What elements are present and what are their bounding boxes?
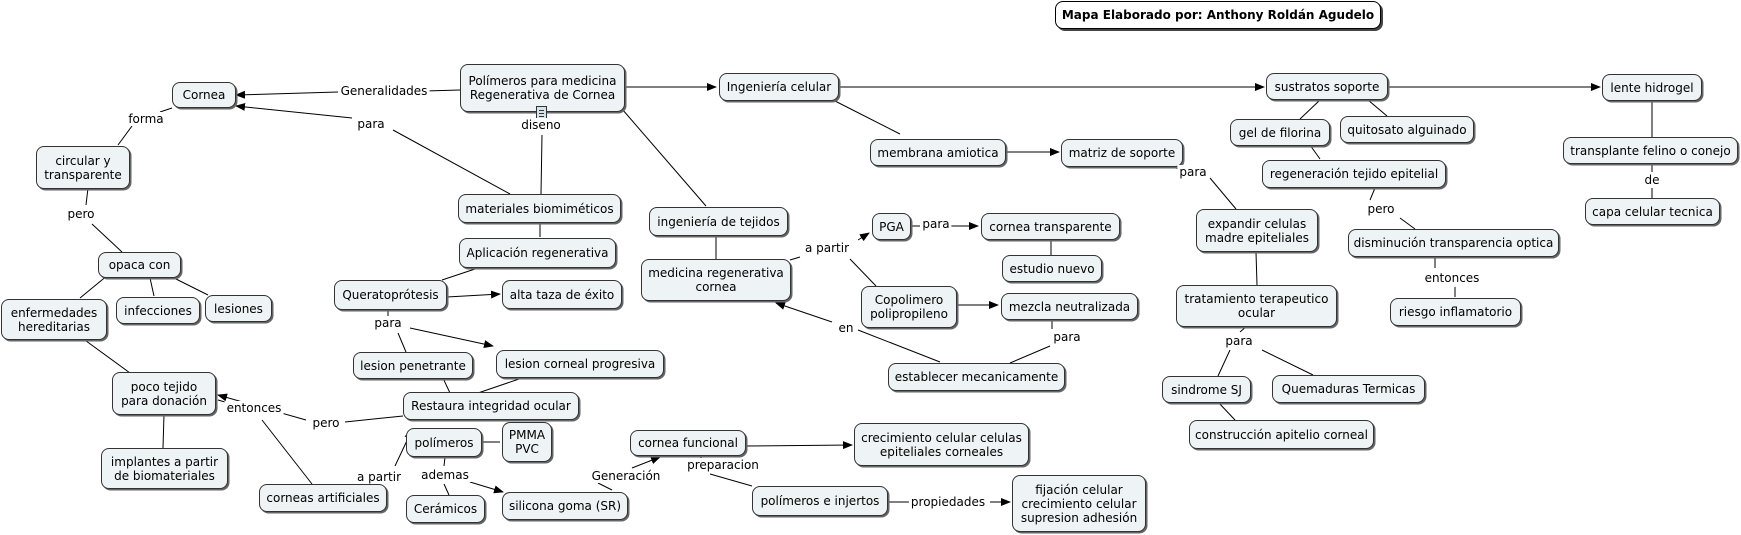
node-circular-transparente[interactable]: circular y transparente xyxy=(36,146,130,189)
map-title: Mapa Elaborado por: Anthony Roldán Agude… xyxy=(1055,1,1381,29)
link-generacion: Generación xyxy=(589,469,663,483)
link-forma: forma xyxy=(126,112,166,126)
node-cornea-transparente[interactable]: cornea transparente xyxy=(981,213,1120,240)
node-lesion-progresiva[interactable]: lesion corneal progresiva xyxy=(496,350,664,378)
node-polimeros-medicina[interactable]: Polímeros para medicina Regenerativa de … xyxy=(460,64,625,112)
node-mezcla-neutralizada[interactable]: mezcla neutralizada xyxy=(1001,293,1138,320)
node-pga[interactable]: PGA xyxy=(872,213,911,240)
node-establecer-mecanicamente[interactable]: establecer mecanicamente xyxy=(888,363,1065,391)
link-para-matriz: para xyxy=(1177,165,1209,179)
node-disminucion-transparencia[interactable]: disminución transparencia optica xyxy=(1348,229,1559,257)
node-polimeros-injertos[interactable]: polímeros e injertos xyxy=(752,486,888,516)
node-queratoprotesis[interactable]: Queratoprótesis xyxy=(334,280,447,310)
link-propiedades: propiedades xyxy=(908,495,988,509)
link-generalidades: Generalidades xyxy=(338,84,430,98)
link-preparacion: preparacion xyxy=(685,458,761,472)
node-quitosato[interactable]: quitosato alguinado xyxy=(1340,116,1474,143)
node-cornea[interactable]: Cornea xyxy=(172,82,236,108)
node-sustratos-soporte[interactable]: sustratos soporte xyxy=(1266,73,1388,100)
node-infecciones[interactable]: infecciones xyxy=(116,297,200,324)
link-a-partir-polimeros: a partir xyxy=(354,470,404,484)
node-restaura-integridad[interactable]: Restaura integridad ocular xyxy=(403,392,579,420)
node-corneas-artificiales[interactable]: corneas artificiales xyxy=(259,484,387,512)
node-lesiones[interactable]: lesiones xyxy=(205,295,272,322)
node-copolimero[interactable]: Copolimero polipropileno xyxy=(861,286,957,328)
node-alta-taza[interactable]: alta taza de éxito xyxy=(502,280,622,309)
link-para-tratamiento: para xyxy=(1223,334,1255,348)
node-aplicacion-regenerativa[interactable]: Aplicación regenerativa xyxy=(459,238,616,268)
link-para-pga: para xyxy=(920,217,952,231)
node-crecimiento-celular[interactable]: crecimiento celular celulas epiteliales … xyxy=(854,423,1029,466)
link-diseno: diseno xyxy=(519,118,563,132)
link-para-mezcla: para xyxy=(1051,330,1083,344)
node-polimeros[interactable]: polímeros xyxy=(406,428,482,457)
node-materiales-biomimeticos[interactable]: materiales biomiméticos xyxy=(458,194,621,223)
link-a-partir-pga: a partir xyxy=(802,241,852,255)
link-en: en xyxy=(836,321,856,335)
node-estudio-nuevo[interactable]: estudio nuevo xyxy=(1002,255,1102,282)
node-construccion-apitelio[interactable]: construcción apitelio corneal xyxy=(1189,420,1374,449)
node-opaca-con[interactable]: opaca con xyxy=(98,252,181,278)
node-fijacion-celular[interactable]: fijación celular crecimiento celular sup… xyxy=(1012,475,1146,532)
node-riesgo-inflamatorio[interactable]: riesgo inflamatorio xyxy=(1390,298,1521,326)
node-lesion-penetrante[interactable]: lesion penetrante xyxy=(353,352,473,379)
node-transplante-felino[interactable]: transplante felino o conejo xyxy=(1563,137,1738,164)
node-tratamiento-terapeutico[interactable]: tratamiento terapeutico ocular xyxy=(1176,285,1337,327)
node-pmma-pvc[interactable]: PMMA PVC xyxy=(502,422,552,462)
node-poco-tejido[interactable]: poco tejido para donación xyxy=(112,372,216,415)
node-sindrome-sj[interactable]: sindrome SJ xyxy=(1162,376,1251,403)
link-pero-regeneracion: pero xyxy=(1365,202,1397,216)
link-entonces-poco-tejido: entonces xyxy=(224,401,284,415)
link-pero-circular: pero xyxy=(65,207,97,221)
node-capa-celular[interactable]: capa celular tecnica xyxy=(1585,198,1720,225)
node-quemaduras-termicas[interactable]: Quemaduras Termicas xyxy=(1272,375,1425,403)
node-ingenieria-celular[interactable]: Ingeniería celular xyxy=(719,73,839,101)
node-medicina-regenerativa[interactable]: medicina regenerativa cornea xyxy=(641,259,791,301)
node-ingenieria-tejidos[interactable]: ingeniería de tejidos xyxy=(649,207,788,236)
node-regeneracion-epitelial[interactable]: regeneración tejido epitelial xyxy=(1262,160,1446,188)
link-para-cornea: para xyxy=(355,117,387,131)
link-entonces-riesgo: entonces xyxy=(1422,271,1482,285)
node-expandir-celulas[interactable]: expandir celulas madre epiteliales xyxy=(1196,209,1318,252)
node-cornea-funcional[interactable]: cornea funcional xyxy=(630,430,746,456)
node-gel-filorina[interactable]: gel de filorina xyxy=(1230,119,1330,146)
node-ceramicos[interactable]: Cerámicos xyxy=(406,495,485,523)
node-lente-hidrogel[interactable]: lente hidrogel xyxy=(1602,74,1702,101)
node-matriz-soporte[interactable]: matriz de soporte xyxy=(1061,139,1183,167)
link-de: de xyxy=(1642,173,1662,187)
link-para-queratoprotesis: para xyxy=(372,316,404,330)
node-membrana-amiotica[interactable]: membrana amiotica xyxy=(870,139,1006,166)
node-silicona-goma[interactable]: silicona goma (SR) xyxy=(502,492,628,520)
node-enfermedades-hereditarias[interactable]: enfermedades hereditarias xyxy=(1,299,107,340)
node-implantes[interactable]: implantes a partir de biomateriales xyxy=(101,448,228,489)
link-ademas: ademas xyxy=(419,468,471,482)
link-pero-restaura: pero xyxy=(310,416,342,430)
